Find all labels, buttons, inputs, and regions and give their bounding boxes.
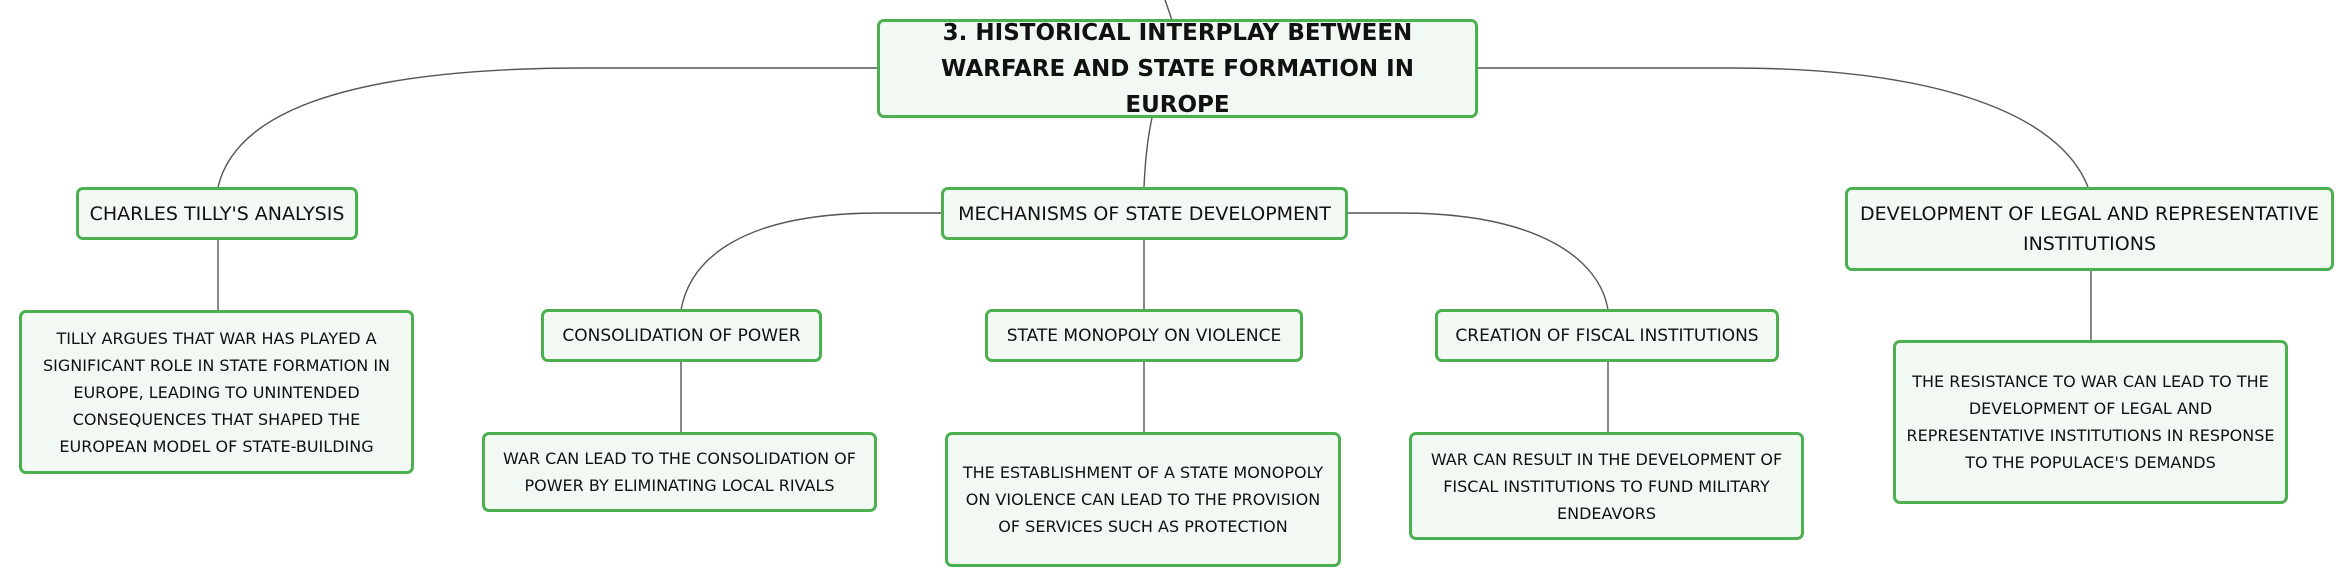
leaf-text: WAR CAN RESULT IN THE DEVELOPMENT OF FIS… — [1430, 449, 1783, 523]
connector-root-to-tilly — [217, 67, 877, 188]
sub-node-monopoly[interactable]: STATE MONOPOLY ON VIOLENCE — [985, 309, 1303, 362]
leaf-node-legal-detail[interactable]: THE RESISTANCE TO WAR CAN LEAD TO THE DE… — [1893, 340, 2288, 504]
leaf-node-fiscal-detail[interactable]: WAR CAN RESULT IN THE DEVELOPMENT OF FIS… — [1409, 432, 1804, 540]
root-node[interactable]: 3. HISTORICAL INTERPLAY BETWEEN WARFARE … — [877, 19, 1478, 118]
connector-root-to-mechanisms — [1143, 117, 1153, 188]
leaf-node-tilly-detail[interactable]: TILLY ARGUES THAT WAR HAS PLAYED A SIGNI… — [19, 310, 414, 474]
root-label: 3. HISTORICAL INTERPLAY BETWEEN WARFARE … — [941, 19, 1414, 118]
branch-label: CHARLES TILLY'S ANALYSIS — [89, 202, 345, 225]
leaf-text: WAR CAN LEAD TO THE CONSOLIDATION OF POW… — [503, 449, 856, 495]
leaf-text: THE RESISTANCE TO WAR CAN LEAD TO THE DE… — [1906, 372, 2275, 472]
leaf-text: THE ESTABLISHMENT OF A STATE MONOPOLY ON… — [962, 463, 1324, 536]
leaf-text: TILLY ARGUES THAT WAR HAS PLAYED A SIGNI… — [42, 328, 391, 456]
sub-node-fiscal[interactable]: CREATION OF FISCAL INSTITUTIONS — [1435, 309, 1779, 362]
branch-label: DEVELOPMENT OF LEGAL AND REPRESENTATIVE … — [1860, 203, 2319, 255]
sub-label: CONSOLIDATION OF POWER — [562, 325, 801, 346]
branch-label: MECHANISMS OF STATE DEVELOPMENT — [958, 202, 1331, 225]
branch-node-tilly[interactable]: CHARLES TILLY'S ANALYSIS — [76, 187, 358, 240]
branch-node-mechanisms[interactable]: MECHANISMS OF STATE DEVELOPMENT — [941, 187, 1348, 240]
leaf-node-consolidation-detail[interactable]: WAR CAN LEAD TO THE CONSOLIDATION OF POW… — [482, 432, 877, 512]
branch-node-legal[interactable]: DEVELOPMENT OF LEGAL AND REPRESENTATIVE … — [1845, 187, 2334, 271]
sub-label: STATE MONOPOLY ON VIOLENCE — [1006, 325, 1282, 346]
sub-node-consolidation[interactable]: CONSOLIDATION OF POWER — [541, 309, 822, 362]
leaf-node-monopoly-detail[interactable]: THE ESTABLISHMENT OF A STATE MONOPOLY ON… — [945, 432, 1341, 567]
connector-mechanisms-to-consolidation — [680, 212, 942, 311]
sub-label: CREATION OF FISCAL INSTITUTIONS — [1455, 325, 1759, 346]
connector-root-to-legal — [1476, 67, 2089, 188]
connector-mechanisms-to-fiscal — [1347, 212, 1609, 311]
